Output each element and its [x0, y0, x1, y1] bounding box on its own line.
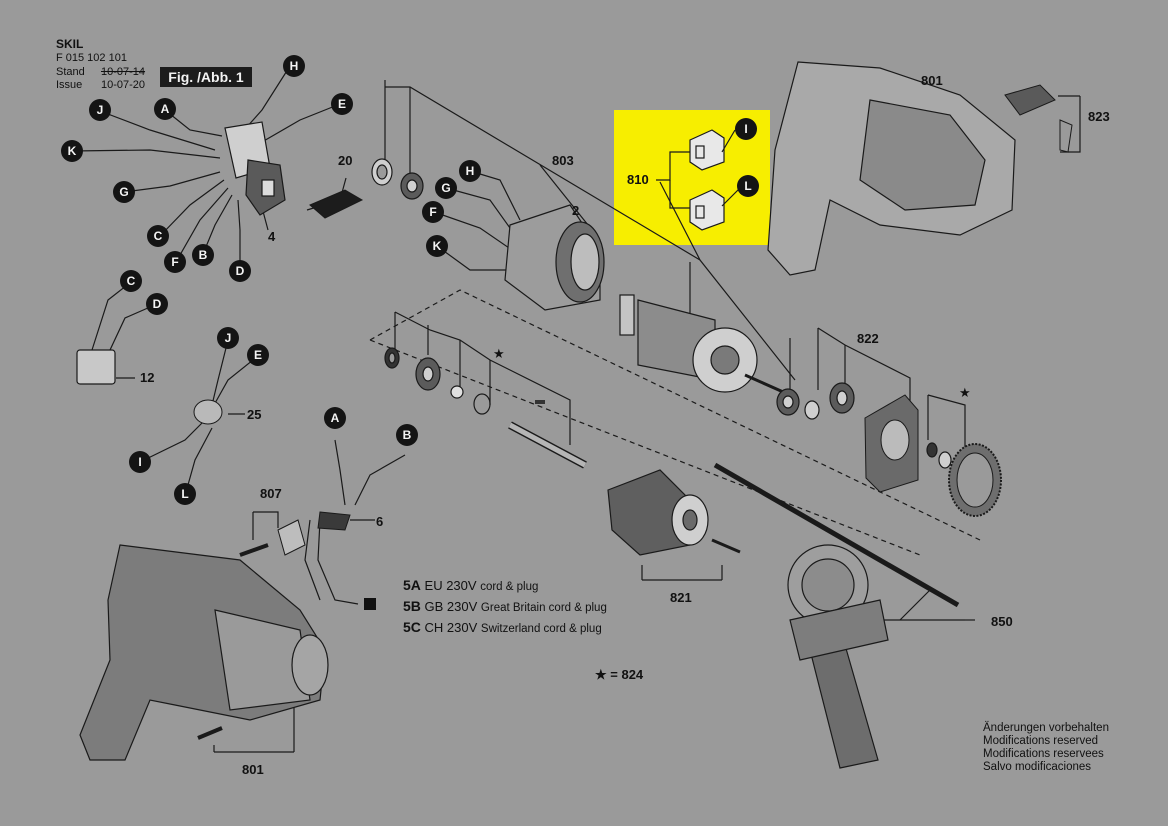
- note-line: Modifications reserved: [983, 735, 1099, 747]
- callout-g: G: [113, 181, 135, 203]
- star-marker: ★: [959, 385, 971, 400]
- callout-i: I: [129, 451, 151, 473]
- callout-d: D: [146, 293, 168, 315]
- legend-code: 5B: [403, 598, 421, 614]
- issue-label: Issue: [56, 79, 83, 91]
- part-810: 810: [627, 172, 649, 187]
- part-20: 20: [338, 153, 353, 168]
- legend-desc: Great Britain cord & plug: [480, 602, 607, 614]
- part-number: F 015 102 101: [56, 52, 127, 64]
- part-25: 25: [247, 407, 262, 422]
- part-2: 2: [572, 203, 580, 218]
- callout-g: G: [435, 177, 457, 199]
- figure-label: Fig. /Abb. 1: [160, 67, 252, 87]
- star-marker: ★: [493, 346, 505, 361]
- part-850: 850: [991, 614, 1013, 629]
- legend-spec: EU 230V: [424, 578, 477, 593]
- part-803: 803: [552, 153, 574, 168]
- callout-l: L: [174, 483, 196, 505]
- legend-row-5c: 5C CH 230V Switzerland cord & plug: [403, 620, 602, 636]
- legend-row-5a: 5A EU 230V cord & plug: [403, 578, 538, 594]
- legend-code: 5C: [403, 619, 421, 635]
- callout-k: K: [426, 235, 448, 257]
- legend-spec: CH 230V: [424, 620, 478, 635]
- callout-i: I: [735, 118, 757, 140]
- callout-j: J: [89, 99, 111, 121]
- part-6: 6: [376, 514, 384, 529]
- legend-square-marker: [364, 598, 376, 610]
- callout-j: J: [217, 327, 239, 349]
- note-line: Salvo modificaciones: [983, 761, 1092, 773]
- part-807: 807: [260, 486, 282, 501]
- callout-b: B: [192, 244, 214, 266]
- note-line: Änderungen vorbehalten: [983, 722, 1109, 734]
- star-note: ★ = 824: [595, 667, 644, 682]
- legend-spec: GB 230V: [424, 599, 478, 614]
- stand-date: 10-07-14: [101, 66, 146, 78]
- callout-f: F: [422, 201, 444, 223]
- callout-e: E: [331, 93, 353, 115]
- callout-h: H: [459, 160, 481, 182]
- legend-code: 5A: [403, 577, 421, 593]
- brand-label: SKIL: [56, 37, 84, 51]
- legend-desc: Switzerland cord & plug: [480, 623, 602, 635]
- callout-h: H: [283, 55, 305, 77]
- callout-a: A: [154, 98, 176, 120]
- note-line: Modifications reservees: [983, 748, 1104, 760]
- callout-c: C: [147, 225, 169, 247]
- part-823: 823: [1088, 109, 1110, 124]
- part-12: 12: [140, 370, 155, 385]
- part-821: 821: [670, 590, 692, 605]
- part-822: 822: [857, 331, 879, 346]
- stand-label: Stand: [56, 66, 85, 78]
- callout-a: A: [324, 407, 346, 429]
- callout-k: K: [61, 140, 83, 162]
- callout-c: C: [120, 270, 142, 292]
- callout-b: B: [396, 424, 418, 446]
- callout-f: F: [164, 251, 186, 273]
- part-4: 4: [268, 229, 276, 244]
- callout-e: E: [247, 344, 269, 366]
- legend-desc: cord & plug: [480, 581, 539, 593]
- callout-d: D: [229, 260, 251, 282]
- part-801-bottom: 801: [242, 762, 264, 777]
- issue-date: 10-07-20: [101, 79, 146, 91]
- callout-l: L: [737, 175, 759, 197]
- legend-row-5b: 5B GB 230V Great Britain cord & plug: [403, 599, 607, 615]
- part-801-top: 801: [921, 73, 943, 88]
